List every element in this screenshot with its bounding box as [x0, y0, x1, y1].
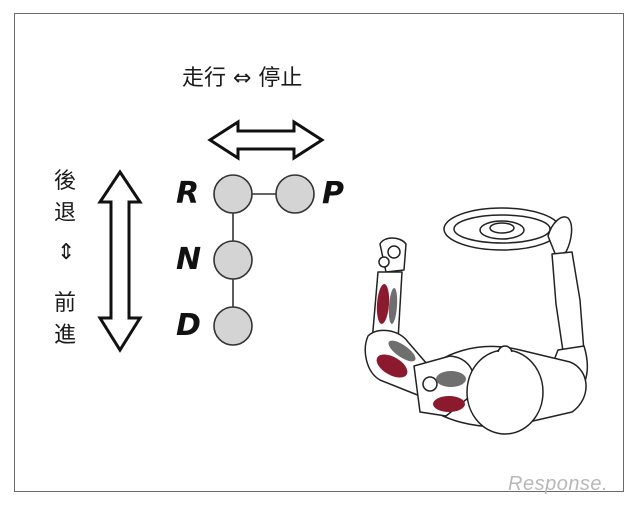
gear-knob-r — [213, 174, 253, 214]
travel-stop-caption: 走行 ⇔ 停止 — [182, 66, 303, 91]
muscle-highlights — [376, 284, 466, 412]
gear-knob-p — [275, 174, 315, 214]
gear-knobs — [213, 174, 315, 346]
gear-knob-d — [213, 306, 253, 346]
gear-label-p: P — [322, 176, 344, 211]
vertical-double-arrow — [97, 169, 143, 353]
shoulder-muscle-gray — [436, 371, 466, 387]
gear-label-d: D — [176, 308, 201, 343]
watermark-logo: Response. — [508, 473, 609, 495]
left-arm — [364, 237, 475, 417]
shoulder-muscle-red — [433, 396, 465, 412]
forearm-muscle-red — [376, 284, 390, 324]
horizontal-double-arrow — [207, 119, 325, 161]
reverse-caption-top: 後退 — [54, 169, 77, 226]
steering-wheel-icon — [443, 207, 561, 251]
gear-label-r: R — [176, 176, 200, 211]
gear-label-n: N — [176, 242, 202, 277]
forearm-muscle-gray — [388, 288, 398, 324]
head — [466, 349, 544, 435]
gear-knob-n — [213, 240, 253, 280]
forward-caption-bottom: 前進 — [54, 291, 77, 348]
driver-figure — [364, 207, 588, 435]
vertical-arrow-glyph: ⇕ — [57, 240, 76, 265]
upperarm-muscle-gray — [388, 340, 416, 362]
upperarm-muscle-red — [376, 354, 408, 378]
